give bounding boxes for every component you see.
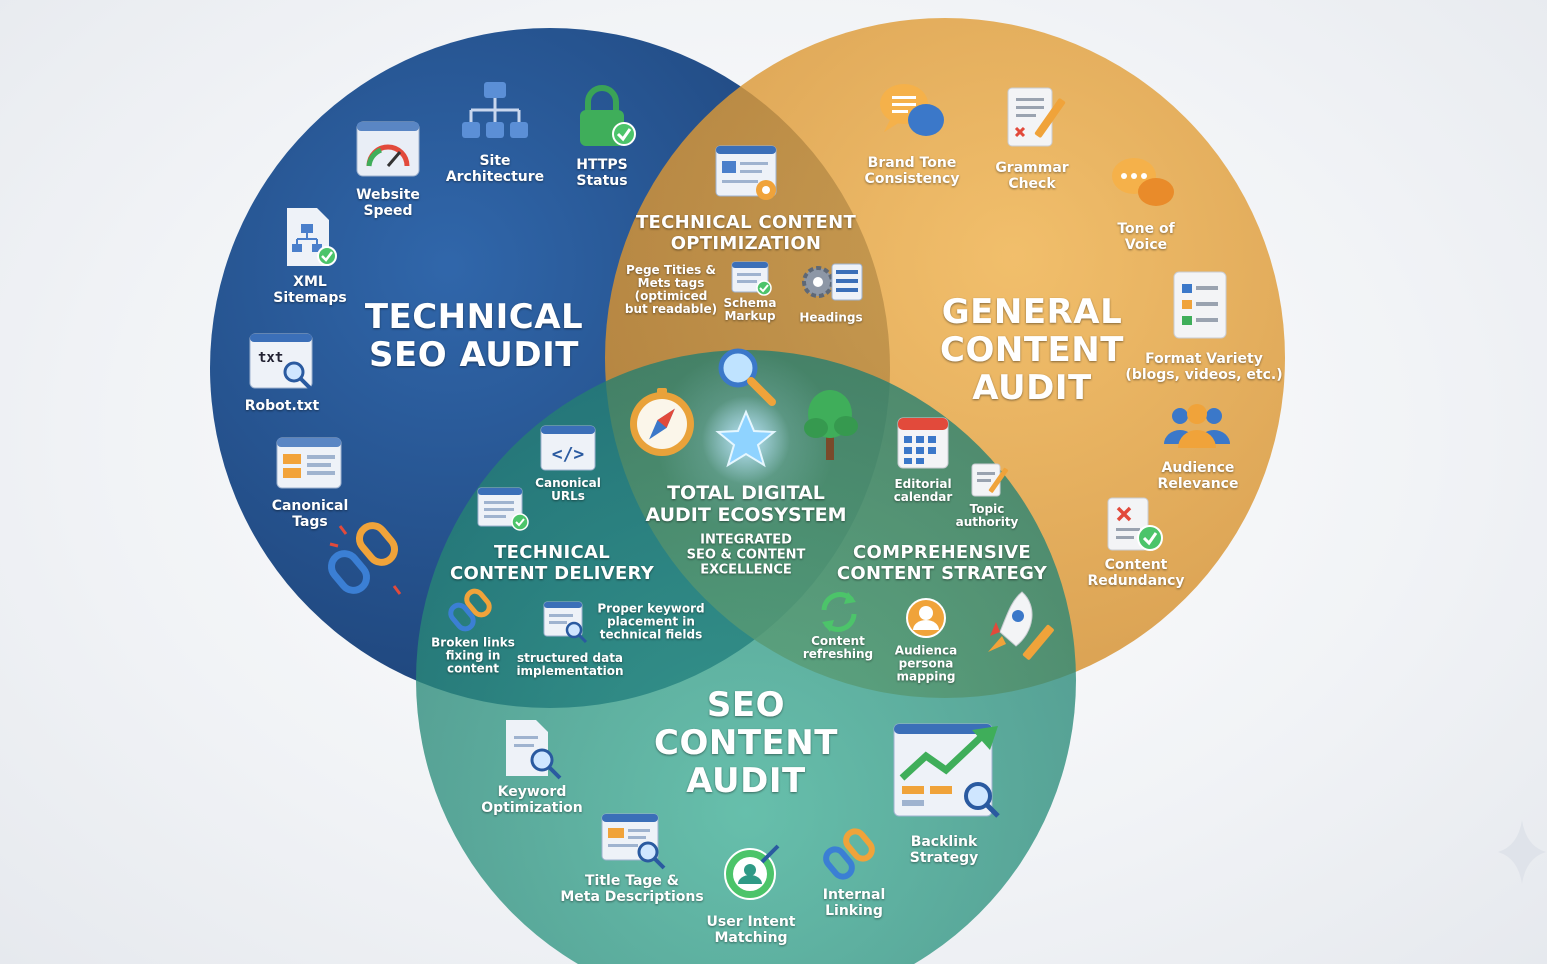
magnifying-glass-icon [718,348,776,406]
integrated-excellence-subtitle: INTEGRATED SEO & CONTENT EXCELLENCE [686,532,806,578]
user-intent-label: User Intent Matching [706,914,796,946]
canonical-tags-label: Canonical Tags [271,498,349,530]
sparkle-icon [1498,820,1546,884]
webpage-settings-icon [715,145,777,200]
svg-text:</>: </> [552,444,585,465]
keyword-placement-label: Proper keyword placement in technical fi… [597,601,705,642]
chat-bubbles-icon [1112,158,1174,206]
backlink-strategy-label: Backlink Strategy [909,834,979,866]
rocket-pencil-icon [988,591,1054,660]
total-digital-audit-ecosystem-title: TOTAL DIGITAL AUDIT ECOSYSTEM [645,482,847,526]
technical-seo-audit-title: TECHNICAL SEO AUDIT [364,297,584,375]
website-speed-label: Website Speed [356,187,420,219]
title-tag-meta-label: Title Tage & Meta Descriptions [560,873,704,905]
headings-label: Headings [799,310,863,325]
audience-group-icon [1164,404,1230,448]
broken-chain-link-icon [328,522,402,595]
structured-data-icon [543,601,588,644]
xml-sitemap-file-icon [287,208,337,266]
page-titles-meta-label: Pege Tities & Mets tags (optimiced but r… [624,263,718,316]
sitemap-hierarchy-icon [462,82,528,138]
audience-persona-label: Audienca persona mapping [894,643,958,684]
persona-avatar-icon [906,598,946,638]
delivery-page-icon [477,487,529,531]
keyword-document-icon [506,720,562,780]
padlock-icon [580,85,636,146]
technical-content-delivery-title: TECHNICAL CONTENT DELIVERY [449,542,655,584]
compass-icon [630,388,694,456]
editorial-calendar-icon [897,417,949,469]
content-refreshing-label: Content refreshing [802,634,874,661]
robot-txt-label: Robot.txt [244,398,320,414]
speedometer-icon [356,121,420,177]
canonical-urls-label: Canonical URLs [535,476,601,503]
format-variety-label: Format Variety (blogs, videos, etc.) [1125,351,1283,383]
general-content-audit-title: GENERAL CONTENT AUDIT [940,292,1124,408]
target-user-icon [724,844,780,900]
https-status-label: HTTPS Status [576,157,628,189]
topic-authority-label: Topic authority [955,502,1019,529]
schema-markup-label: Schema Markup [723,296,777,323]
code-brackets-icon: </> [540,425,596,471]
audience-relevance-label: Audience Relevance [1157,460,1239,492]
headings-gear-icon [802,263,863,301]
seo-content-audit-title: SEO CONTENT AUDIT [654,685,838,801]
content-redundancy-label: Content Redundancy [1087,557,1185,589]
tone-of-voice-label: Tone of Voice [1117,221,1175,253]
backlink-growth-chart-icon [893,723,1000,818]
canonical-page-icon [276,437,342,489]
robot-txt-file-icon: txt [249,333,313,390]
editorial-calendar-label: Editorial calendar [893,477,953,504]
broken-links-label: Broken links fixing in content [431,635,515,676]
grammar-check-label: Grammar Check [995,160,1069,192]
schema-markup-icon [731,261,772,296]
technical-content-optimization-title: TECHNICAL CONTENT OPTIMIZATION [635,212,857,254]
glowing-star-icon [702,396,790,484]
growth-tree-icon [804,390,858,460]
structured-data-label: structured data implementation [516,651,624,678]
svg-text:txt: txt [258,350,283,366]
brand-tone-label: Brand Tone Consistency [864,155,960,187]
link-chain-icon [448,588,492,632]
internal-link-icon [823,828,875,880]
refresh-arrows-icon [821,592,857,632]
speech-bubbles-icon [880,84,944,136]
format-variety-clipboard-icon [1173,271,1227,339]
comprehensive-content-strategy-title: COMPREHENSIVE CONTENT STRATEGY [836,542,1048,584]
title-tag-page-icon [601,813,666,870]
content-redundancy-icon [1107,497,1163,551]
site-architecture-label: Site Architecture [445,153,545,185]
internal-linking-label: Internal Linking [822,887,886,919]
grammar-check-document-icon [1007,87,1066,147]
keyword-optimization-label: Keyword Optimization [481,784,583,816]
xml-sitemaps-label: XML Sitemaps [273,274,347,306]
topic-authority-icon [971,463,1009,497]
